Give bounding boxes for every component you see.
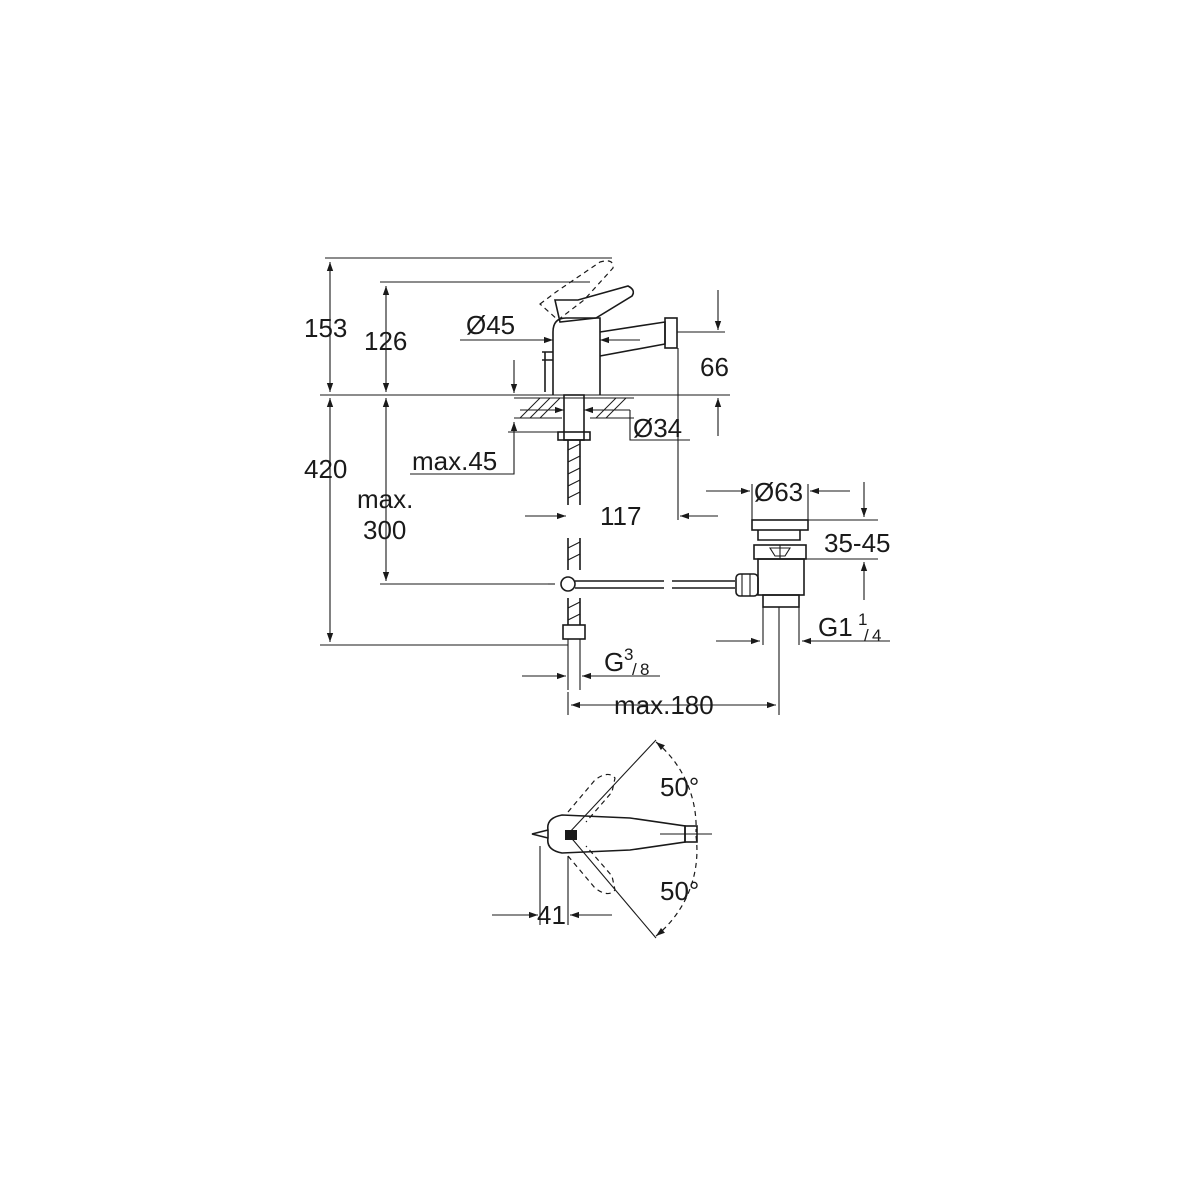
label-supply-thread-den: 8	[640, 660, 649, 679]
label-supply-thread-num: 3	[624, 645, 633, 664]
lever-rotated-outline	[539, 260, 614, 321]
label-connection-depth-1: max.	[357, 484, 413, 514]
dimension-labels: 153 126 Ø45 66 Ø34 max.45 420 max. 300 1…	[304, 310, 891, 930]
label-waste-thread: G1	[818, 612, 853, 642]
label-lever-offset: 41	[537, 900, 566, 930]
faucet-side-view	[320, 260, 730, 690]
label-hole-diameter: Ø34	[633, 413, 682, 443]
label-waste-height: 35-45	[824, 528, 891, 558]
label-waste-thread-den: 4	[872, 626, 881, 645]
waste-assembly	[735, 519, 809, 715]
label-waste-distance: max.180	[614, 690, 714, 720]
indicator-mark	[565, 830, 577, 840]
label-supply-thread-slash: /	[632, 660, 637, 679]
faucet-spout	[599, 321, 666, 357]
label-projection: 117	[600, 501, 641, 531]
label-overall-height: 153	[304, 313, 347, 343]
popup-linkage	[548, 576, 735, 592]
top-lever-rotated-up	[567, 773, 616, 823]
label-outlet-height: 66	[700, 352, 729, 382]
faucet-lever	[553, 285, 635, 323]
label-waste-thread-slash: /	[864, 626, 869, 645]
deck-hatching	[514, 397, 634, 419]
label-base-diameter: Ø45	[466, 310, 515, 340]
spout-outlet	[664, 317, 678, 349]
label-deck-thickness: max.45	[412, 446, 497, 476]
faucet-body	[552, 317, 601, 395]
supply-hose-upper	[567, 440, 581, 505]
label-supply-thread: G	[604, 647, 624, 677]
label-rotation-bottom: 50°	[660, 876, 699, 906]
popup-rod	[542, 351, 553, 392]
label-waste-diameter: Ø63	[754, 477, 803, 507]
label-connection-depth-2: 300	[363, 515, 406, 545]
mounting-shank	[563, 394, 585, 441]
label-waste-thread-num: 1	[858, 610, 867, 629]
faucet-top-view	[492, 739, 712, 939]
label-hose-length: 420	[304, 454, 347, 484]
dimension-lines	[320, 257, 890, 715]
label-rotation-top: 50°	[660, 772, 699, 802]
label-spout-height: 126	[364, 326, 407, 356]
